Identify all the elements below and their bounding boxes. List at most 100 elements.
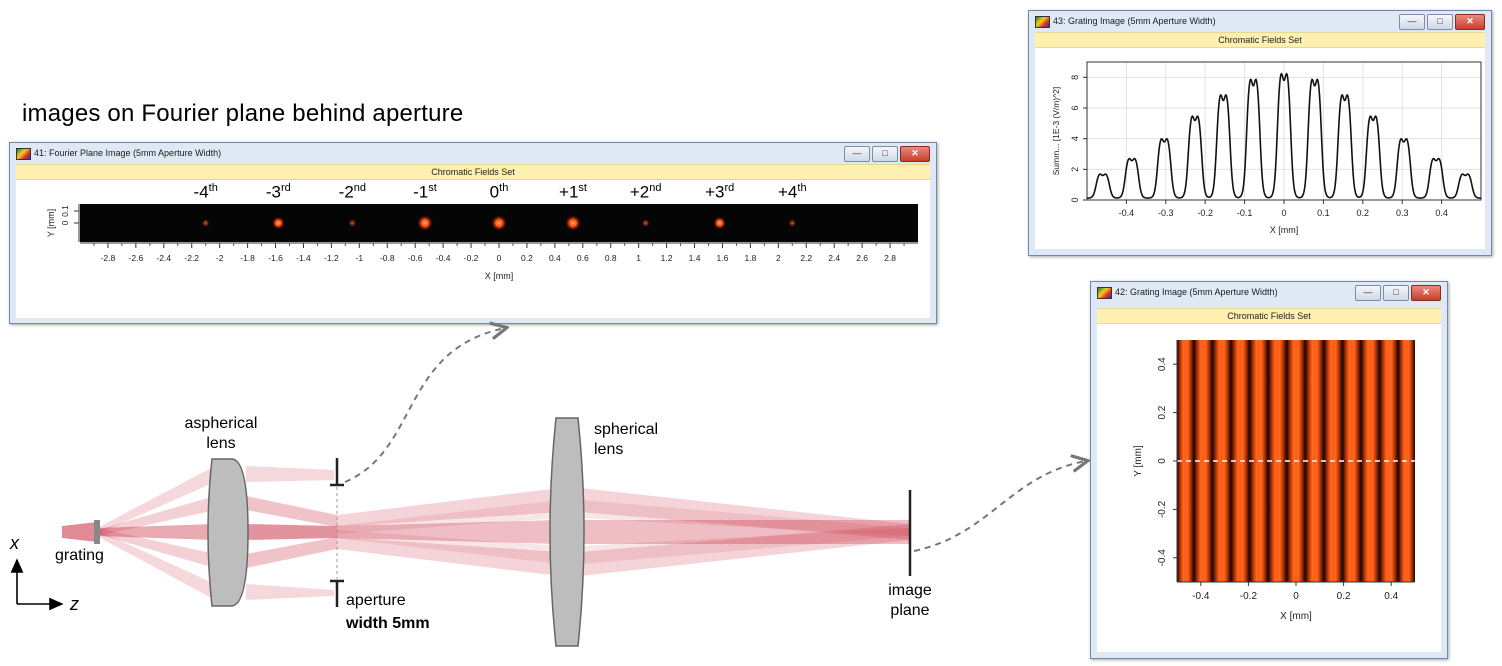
y-tick-label: 0: [1070, 197, 1080, 202]
image-plane-label: image plane: [880, 581, 940, 621]
beam-order: [337, 488, 560, 527]
grating-element: [94, 520, 100, 544]
chromatic-fields-bar: Chromatic Fields Set: [1097, 308, 1441, 324]
maximize-button[interactable]: □: [1427, 14, 1453, 30]
x-tick-label: -1: [356, 253, 364, 263]
diffraction-order-label: +4th: [778, 182, 807, 203]
y-axis-label: Y [mm]: [46, 209, 56, 237]
x-tick-label: -0.2: [464, 253, 479, 263]
diffraction-order-label: -4th: [194, 182, 218, 203]
y-tick-label: 0: [1157, 458, 1168, 464]
y-axis-label: Y [mm]: [1133, 445, 1144, 477]
order-number: +2: [629, 182, 650, 202]
minimize-button[interactable]: —: [844, 146, 870, 162]
x-tick-label: 1.8: [744, 253, 756, 263]
profile-window[interactable]: 43: Grating Image (5mm Aperture Width) —…: [1028, 10, 1492, 256]
order-suffix: th: [208, 182, 218, 194]
input-beam: [62, 522, 97, 542]
window-title: 41: Fourier Plane Image (5mm Aperture Wi…: [34, 148, 222, 158]
aspherical-lens: [207, 458, 249, 607]
x-tick-label: 0: [497, 253, 502, 263]
grating-image-window[interactable]: 42: Grating Image (5mm Aperture Width) —…: [1090, 281, 1448, 659]
arrow-to-grating-image: [913, 461, 1086, 552]
beam-order: [97, 524, 215, 540]
x-tick-label: 0.2: [1337, 591, 1351, 602]
minimize-button[interactable]: —: [1355, 285, 1381, 301]
x-tick-label: 1.4: [689, 253, 701, 263]
diffraction-order-label: +1st: [559, 182, 587, 203]
spherical-lens-text: spherical lens: [594, 421, 659, 458]
x-tick-label: 0.2: [521, 253, 533, 263]
beam-order: [580, 528, 910, 564]
fringe: [1177, 340, 1194, 582]
x-tick-label: 2.6: [856, 253, 868, 263]
x-tick-label: 2.4: [828, 253, 840, 263]
x-tick-label: -0.2: [1197, 208, 1213, 218]
chromatic-fields-bar: Chromatic Fields Set: [1035, 32, 1485, 48]
beam-order: [246, 584, 334, 600]
diffraction-order-label: -2nd: [339, 182, 366, 203]
close-button[interactable]: ✕: [1455, 14, 1485, 30]
image-plane-text: image plane: [888, 582, 932, 619]
aperture-width-label: width 5mm: [346, 615, 430, 632]
aperture-label: aperture: [346, 592, 406, 609]
order-number: -3: [265, 182, 281, 202]
axis-z-label: z: [70, 594, 79, 614]
axis-x-label: x: [10, 533, 19, 553]
order-number: -2: [338, 182, 354, 202]
maximize-button[interactable]: □: [1383, 285, 1409, 301]
diffraction-order-label: +2nd: [630, 182, 662, 203]
close-button[interactable]: ✕: [900, 146, 930, 162]
maximize-button[interactable]: □: [872, 146, 898, 162]
diffraction-order-label: 0th: [490, 182, 509, 203]
order-number: -1: [413, 182, 429, 202]
x-tick-label: 0: [1281, 208, 1286, 218]
x-tick-label: 0.3: [1396, 208, 1409, 218]
beam-order: [580, 520, 910, 544]
diffraction-spot: [271, 216, 285, 230]
beam-order: [97, 528, 215, 568]
beam-order: [580, 488, 910, 540]
x-tick-label: -2.8: [101, 253, 116, 263]
app-icon: [1097, 287, 1112, 299]
y-axis-label: Summ... [1E-3 (V/m)^2]: [1051, 87, 1061, 176]
spherical-lens-label: spherical lens: [594, 420, 658, 460]
x-tick-label: -2.4: [156, 253, 171, 263]
beam-order: [337, 520, 560, 544]
order-number: -4: [193, 182, 209, 202]
x-tick-label: 0: [1293, 591, 1299, 602]
y-tick-label: -0.4: [1157, 549, 1168, 567]
diffraction-spot: [713, 216, 727, 230]
beam-order: [246, 496, 337, 527]
aspherical-lens-text: aspherical lens: [184, 415, 258, 452]
x-tick-label: -1.8: [240, 253, 255, 263]
x-tick-label: 0.4: [1384, 591, 1398, 602]
x-tick-label: 1: [636, 253, 641, 263]
y-tick-label: 4: [1070, 136, 1080, 141]
diffraction-order-label: -3rd: [266, 182, 291, 203]
x-tick-label: -0.4: [436, 253, 451, 263]
order-suffix: nd: [353, 182, 367, 194]
x-tick-label: -2.2: [184, 253, 199, 263]
minimize-button[interactable]: —: [1399, 14, 1425, 30]
order-suffix: rd: [280, 182, 291, 194]
fourier-plot: -2.8-2.6-2.4-2.2-2-1.8-1.6-1.4-1.2-1-0.8…: [46, 204, 918, 281]
arrow-to-fourier: [344, 328, 505, 483]
y-tick-label: 0.4: [1157, 357, 1168, 371]
x-tick-label: 1.2: [661, 253, 673, 263]
grating-label: grating: [55, 547, 104, 564]
app-icon: [1035, 16, 1050, 28]
diffraction-order-label: -1st: [413, 182, 437, 203]
fourier-plane-window[interactable]: 41: Fourier Plane Image (5mm Aperture Wi…: [9, 142, 937, 324]
x-tick-label: 0.1: [1317, 208, 1330, 218]
close-button[interactable]: ✕: [1411, 285, 1441, 301]
app-icon: [16, 148, 31, 160]
x-tick-label: -0.4: [1119, 208, 1135, 218]
y-tick-label: 0.1: [60, 205, 70, 217]
x-axis-label: X [mm]: [485, 271, 514, 281]
y-tick-label: 6: [1070, 105, 1080, 110]
